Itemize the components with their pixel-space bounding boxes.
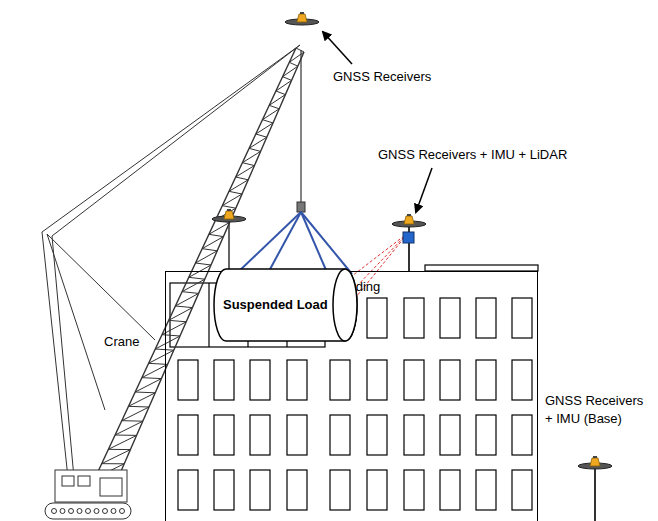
antenna-mast: [594, 465, 596, 521]
antenna-mast: [408, 222, 410, 271]
antenna-mast: [228, 220, 230, 270]
gnss-antenna: [212, 209, 246, 222]
gnss-antenna: [392, 214, 426, 227]
hoist-rope: [300, 50, 301, 202]
crane-label: Crane: [104, 333, 139, 351]
base-callout: GNSS Receivers + IMU (Base): [545, 392, 653, 427]
load-label: Suspended Load: [223, 297, 328, 313]
antenna-callout: GNSS Receivers: [333, 68, 431, 86]
leader-arrow: [323, 32, 352, 64]
hook-block: [297, 202, 305, 212]
imu-box: [403, 232, 414, 243]
leader-arrow: [416, 168, 432, 212]
sensor-callout: GNSS Receivers + IMU + LiDAR: [378, 146, 567, 164]
suspended-load-cylinder: Suspended Load: [213, 268, 358, 342]
gnss-antenna: [578, 456, 612, 469]
gnss-antenna: [285, 12, 319, 25]
